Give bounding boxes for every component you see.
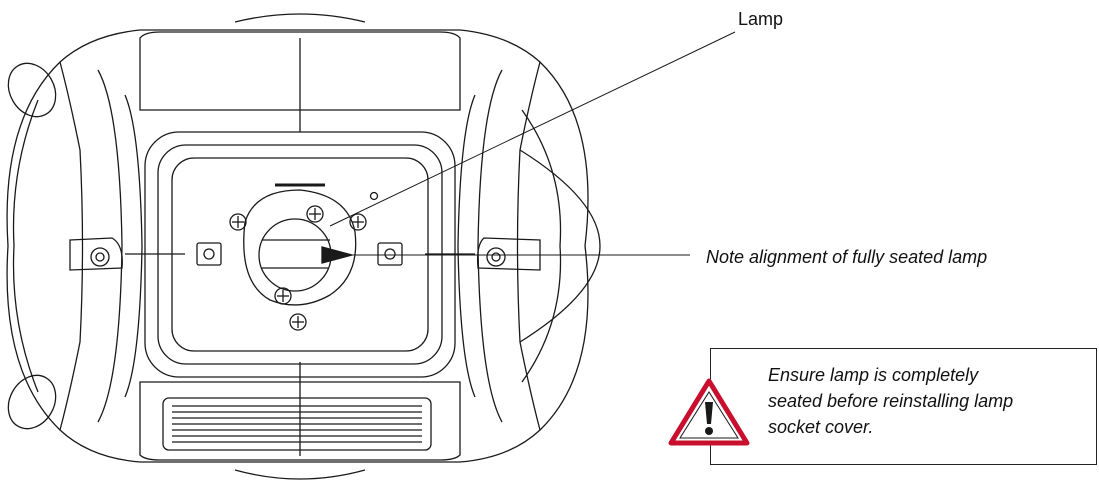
leader-lines bbox=[329, 31, 736, 256]
fixture-housing bbox=[6, 13, 601, 480]
screw-icon bbox=[289, 313, 307, 331]
warning-line: socket cover. bbox=[768, 417, 874, 437]
lamp-leader-line bbox=[329, 31, 736, 227]
warning-triangle-icon bbox=[668, 378, 750, 446]
screw-icon bbox=[90, 247, 110, 267]
screw-icon bbox=[349, 213, 367, 231]
warning-text: Ensure lamp is completely seated before … bbox=[768, 362, 1088, 440]
screws bbox=[69, 205, 541, 331]
warning-line: Ensure lamp is completely bbox=[768, 365, 979, 385]
vent-grille bbox=[162, 397, 432, 451]
screw-icon bbox=[306, 205, 324, 223]
lamp-base bbox=[243, 189, 357, 306]
socket-clips bbox=[196, 242, 403, 266]
screw-icon bbox=[229, 213, 247, 231]
screw-icon bbox=[486, 247, 506, 267]
alignment-note-callout: Note alignment of fully seated lamp bbox=[706, 247, 988, 267]
warning-line: seated before reinstalling lamp bbox=[768, 391, 1014, 411]
lamp-callout: Lamp bbox=[738, 9, 784, 29]
screw-icon bbox=[274, 287, 292, 305]
